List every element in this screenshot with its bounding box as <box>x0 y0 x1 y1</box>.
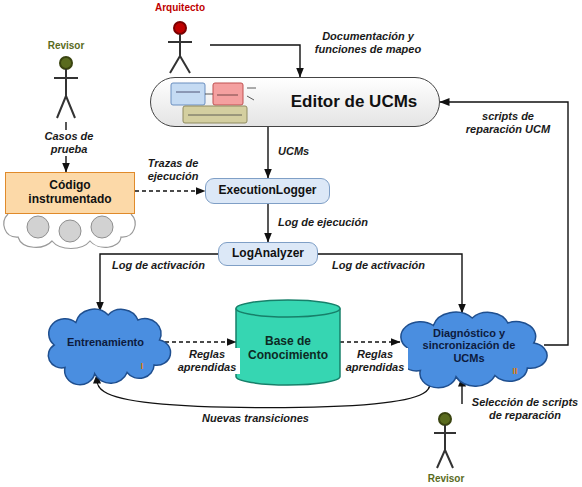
edge-label: Reglas aprendidas <box>174 348 240 374</box>
actor-head <box>60 57 72 69</box>
actor-body <box>54 69 78 118</box>
connector <box>318 254 462 313</box>
shape-fill <box>236 300 340 385</box>
instance-circle <box>59 220 81 242</box>
thumb-path <box>176 92 200 93</box>
node-label: ExecutionLogger <box>218 184 316 198</box>
edge-label: Documentación y funciones de mapeo <box>306 30 430 56</box>
shape-fill <box>400 312 547 388</box>
connector <box>165 341 236 342</box>
node-label: Revisor <box>48 40 85 52</box>
thumb-box <box>183 106 247 123</box>
actor: Revisor <box>420 404 472 484</box>
process-box: LogAnalyzer <box>218 242 318 266</box>
cloud-process: EntrenamientoI <box>38 305 173 380</box>
process-box: Código instrumentado <box>5 172 135 214</box>
process-box: ExecutionLogger <box>205 178 330 204</box>
edge-label: Log de ejecución <box>276 216 370 229</box>
instance-circle <box>27 216 49 238</box>
edge-label: Selección de scripts de reparación <box>468 396 582 422</box>
callout-number: II <box>513 366 518 376</box>
connector <box>440 102 568 345</box>
database-cylinder: Base de Conocimiento <box>236 300 340 385</box>
node-label: Arquitecto <box>155 2 205 14</box>
actor-head <box>174 22 186 34</box>
connector <box>100 254 218 311</box>
actor-body <box>434 425 456 468</box>
cylinder-rim <box>236 309 340 318</box>
shape-fill <box>48 309 170 385</box>
node-label: Código instrumentado <box>20 179 120 207</box>
node-label: Editor de UCMs <box>291 92 418 112</box>
edge-label: Casos de prueba <box>36 130 102 156</box>
thumb-path <box>188 115 242 116</box>
thumb-box <box>213 83 243 105</box>
node-label: Revisor <box>428 473 465 485</box>
connector <box>340 341 400 342</box>
cloud-process: Diagnóstico y sincronización de UCMsII <box>388 308 550 383</box>
connector <box>210 45 300 77</box>
node-label: Entrenamiento <box>67 336 144 349</box>
edge-label: Log de activación <box>110 259 207 272</box>
edge-label: Trazas de ejecución <box>140 157 206 183</box>
architect-figure <box>168 22 192 73</box>
node-label: Base de Conocimiento <box>243 335 333 363</box>
node-label: Diagnóstico y sincronización de UCMs <box>415 327 523 365</box>
connector <box>267 204 268 242</box>
actor: Arquitecto <box>150 2 210 76</box>
instance-circle <box>91 216 113 238</box>
edge-label: UCMs <box>276 145 311 158</box>
connector <box>267 127 268 178</box>
thumb-box <box>171 83 205 105</box>
connector <box>135 190 205 191</box>
node-label: LogAnalyzer <box>232 247 304 261</box>
edge-label: Reglas aprendidas <box>342 348 408 374</box>
edge-label: Nuevas transiciones <box>200 412 311 425</box>
callout-number: I <box>141 361 144 371</box>
edge-label: scripts de reparación UCM <box>452 110 564 136</box>
thumb-path <box>217 95 238 96</box>
actor-body <box>168 34 192 73</box>
reviewer-figure <box>434 413 456 468</box>
actor: Revisor <box>38 40 94 122</box>
editor-box: Editor de UCMs <box>150 77 440 127</box>
reviewer-figure <box>54 57 78 118</box>
thumb-path <box>205 88 256 100</box>
cloud-outline <box>4 214 135 249</box>
ucm-thumbnail <box>171 83 256 123</box>
edge-label: Log de activación <box>330 259 427 272</box>
actor-head <box>439 413 451 425</box>
